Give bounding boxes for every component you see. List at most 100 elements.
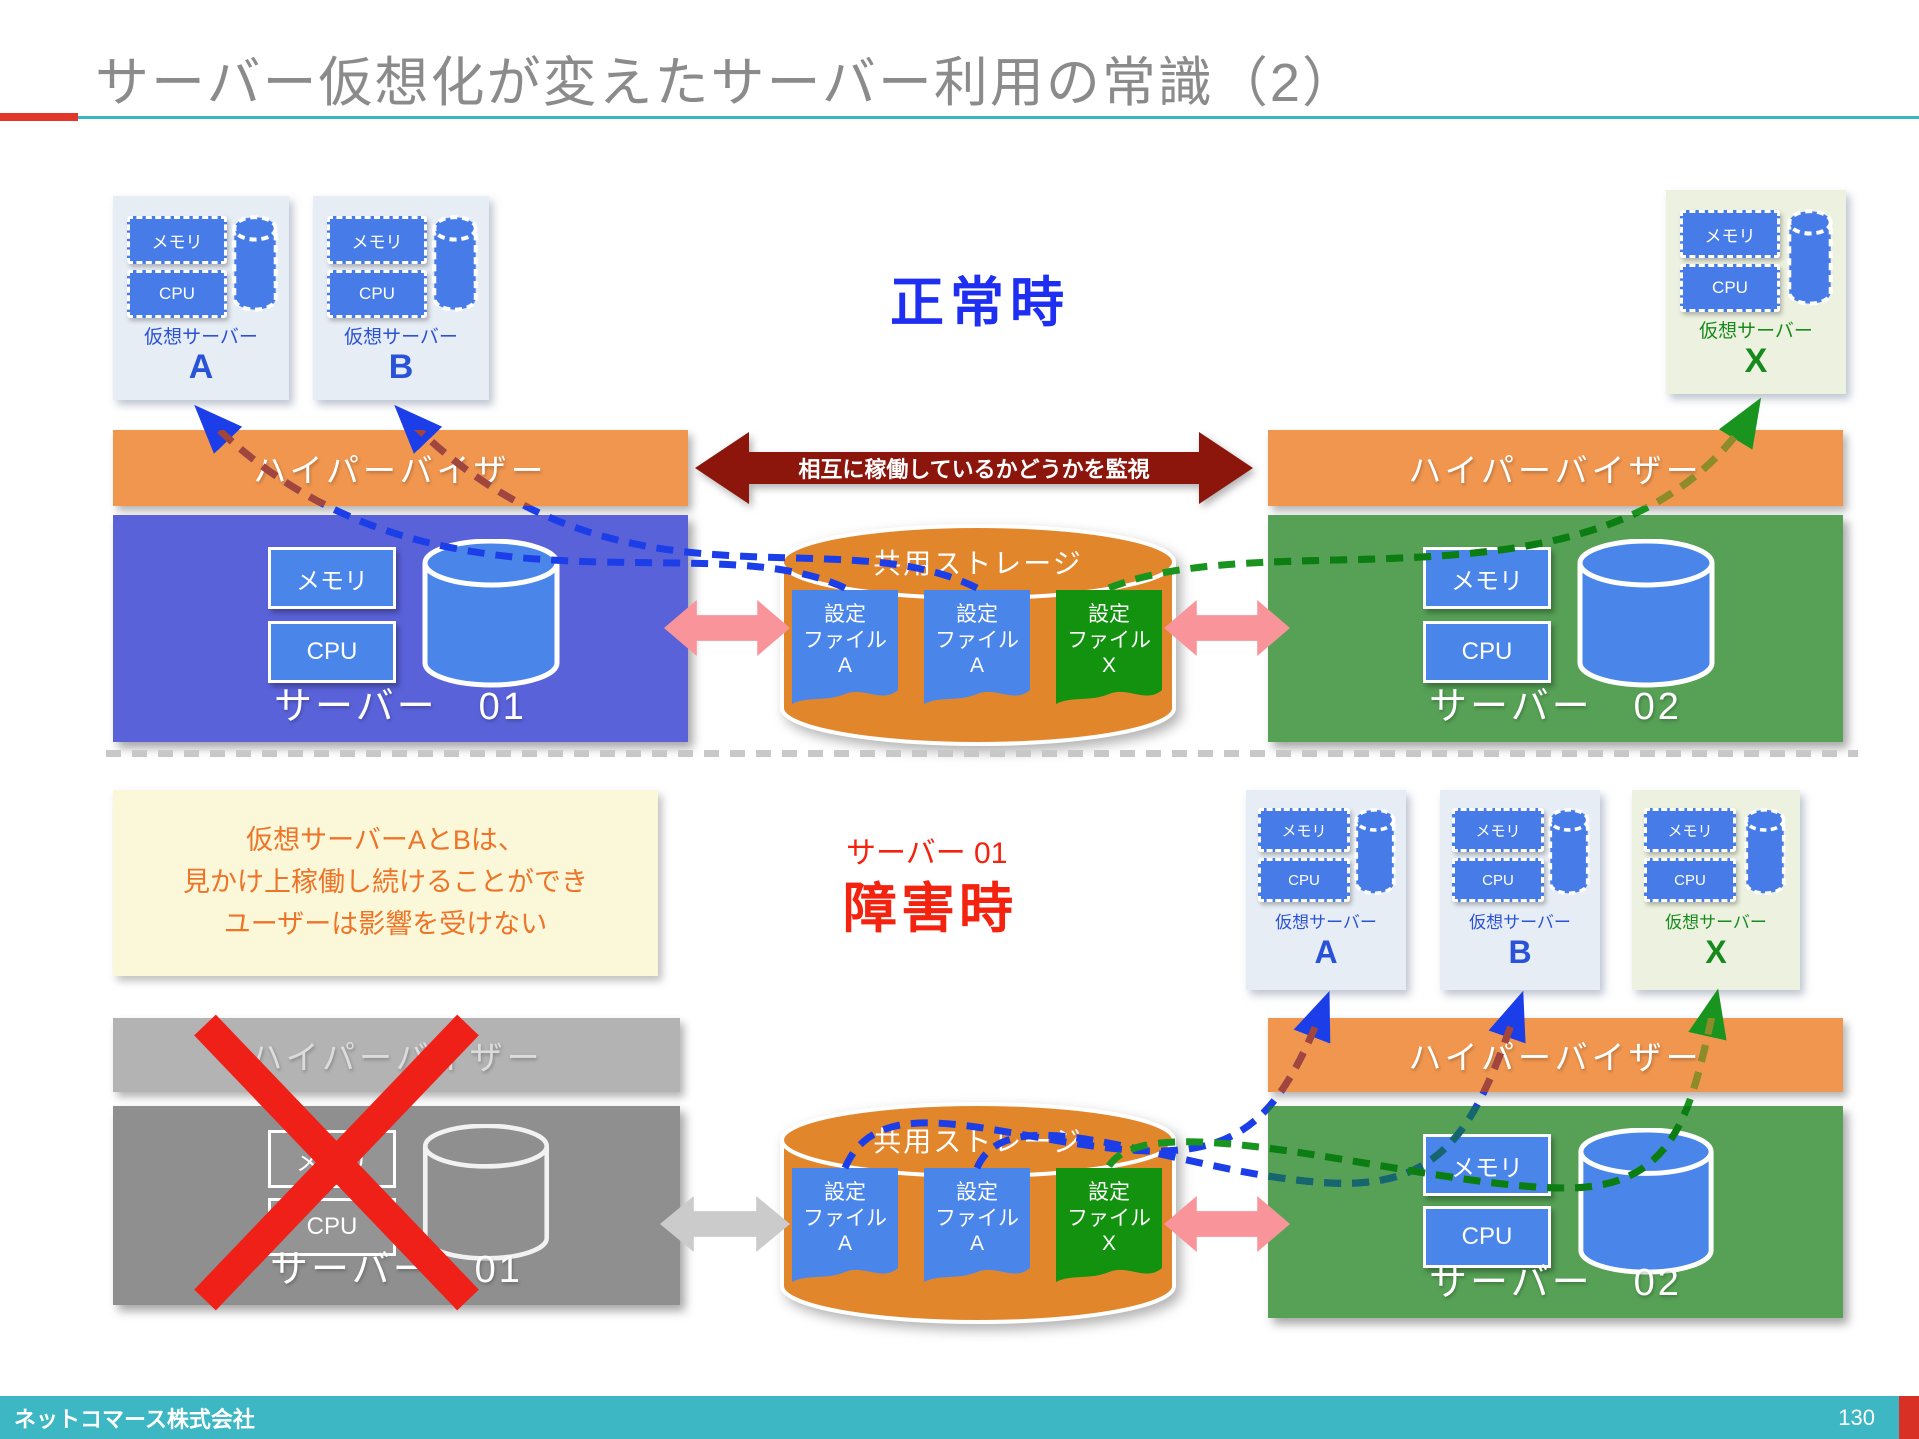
memory-label: メモリ — [1451, 1154, 1523, 1182]
cpu-chip: CPU — [327, 270, 427, 318]
storage-title: 共用ストレージ — [873, 1126, 1083, 1157]
file-line1: 設定 — [956, 1181, 998, 1204]
note-line1: 仮想サーバーAとBは、 — [246, 825, 525, 856]
memory-label: メモリ — [351, 232, 403, 252]
disk-icon — [429, 214, 481, 316]
vm-letter: X — [1744, 342, 1768, 380]
memory-chip: メモリ — [1423, 1134, 1551, 1196]
memory-label: メモリ — [1451, 567, 1523, 595]
vm-box-x-normal: メモリ CPU 仮想サーバー X — [1666, 190, 1846, 394]
vm-box-x-failure: メモリ CPU 仮想サーバー X — [1632, 790, 1800, 990]
memory-label: メモリ — [1704, 226, 1756, 246]
file-line1: 設定 — [824, 603, 866, 626]
vm-letter: B — [1508, 934, 1532, 970]
vm-label: 仮想サーバー — [1469, 913, 1571, 932]
cpu-chip: CPU — [1644, 858, 1736, 902]
file-letter: X — [1101, 654, 1116, 678]
memory-label: メモリ — [1281, 822, 1327, 840]
disk-icon — [1742, 806, 1788, 900]
file-letter: X — [1101, 1232, 1116, 1256]
memory-chip: メモリ — [268, 1130, 396, 1188]
cpu-chip: CPU — [1452, 858, 1544, 902]
memory-label: メモリ — [1667, 822, 1713, 840]
disk-icon — [1576, 539, 1716, 689]
vm-label: 仮想サーバー — [1665, 913, 1767, 932]
config-file-a2-icon: 設定 ファイル A — [924, 1168, 1030, 1290]
vm-letter: X — [1705, 934, 1727, 970]
memory-chip: メモリ — [1423, 547, 1551, 609]
storage-title: 共用ストレージ — [873, 548, 1083, 579]
memory-chip: メモリ — [1644, 808, 1736, 852]
cpu-label: CPU — [1482, 871, 1514, 889]
vm-box-a-normal: メモリ CPU 仮想サーバー A — [113, 196, 289, 400]
footer-accent-strip — [1899, 1396, 1919, 1439]
page-title: サーバー仮想化が変えたサーバー利用の常識（2） — [95, 53, 1358, 113]
disk-icon — [1352, 806, 1398, 900]
vm-letter: A — [188, 348, 214, 386]
config-file-x-icon: 設定 ファイル X — [1056, 1168, 1162, 1290]
shared-storage-failure: 共用ストレージ 設定 ファイル A 設定 ファイル A 設定 ファイル X — [778, 1100, 1178, 1330]
server01-box-normal: メモリ CPU サーバー 01 — [113, 515, 688, 742]
file-line2: ファイル — [803, 628, 887, 652]
config-file-a2-icon: 設定 ファイル A — [924, 590, 1030, 712]
failure-heading-server: サーバー 01 — [846, 837, 1008, 870]
memory-label: メモリ — [1475, 822, 1521, 840]
vm-label: 仮想サーバー — [1275, 913, 1377, 932]
cpu-label: CPU — [1461, 1223, 1513, 1250]
note-line2: 見かけ上稼働し続けることができ — [183, 867, 588, 898]
file-line2: ファイル — [1067, 628, 1151, 652]
server02-title: サーバー 02 — [1429, 686, 1682, 728]
cpu-chip: CPU — [268, 621, 396, 683]
memory-chip: メモリ — [127, 216, 227, 264]
cpu-label: CPU — [306, 1213, 358, 1240]
memory-chip: メモリ — [1680, 210, 1780, 258]
server02-title: サーバー 02 — [1429, 1262, 1682, 1304]
memory-label: メモリ — [296, 567, 368, 595]
title-rule-accent — [0, 113, 78, 121]
cpu-chip: CPU — [1680, 264, 1780, 312]
disk-icon — [1784, 208, 1836, 310]
note-line3: ユーザーは影響を受けない — [223, 908, 548, 939]
monitor-label: 相互に稼働しているかどうかを監視 — [798, 457, 1150, 482]
footer-bar: ネットコマース株式会社 130 — [0, 1396, 1919, 1439]
file-line1: 設定 — [956, 603, 998, 626]
hypervisor-label: ハイパーバイザー — [1408, 1039, 1703, 1076]
memory-label: メモリ — [151, 232, 203, 252]
hypervisor-label: ハイパーバイザー — [253, 452, 548, 489]
cpu-label: CPU — [1674, 871, 1706, 889]
monitor-arrow: 相互に稼働しているかどうかを監視 — [695, 430, 1253, 506]
hypervisor-label: ハイパーバイザー — [1408, 452, 1703, 489]
hypervisor-bar-right-failure: ハイパーバイザー — [1268, 1018, 1843, 1092]
file-line1: 設定 — [1088, 603, 1130, 626]
file-line2: ファイル — [935, 1206, 1019, 1230]
server01-box-failure: メモリ CPU サーバー 01 — [113, 1106, 680, 1305]
hypervisor-bar-dead: ハイパーバイザー — [113, 1018, 680, 1092]
file-line1: 設定 — [1088, 1181, 1130, 1204]
cpu-chip: CPU — [127, 270, 227, 318]
file-line2: ファイル — [1067, 1206, 1151, 1230]
config-file-a1-icon: 設定 ファイル A — [792, 590, 898, 712]
file-line2: ファイル — [803, 1206, 887, 1230]
server02-box-normal: メモリ CPU サーバー 02 — [1268, 515, 1843, 742]
vm-letter: A — [1314, 934, 1338, 970]
cpu-label: CPU — [1288, 871, 1320, 889]
cpu-chip: CPU — [1423, 1206, 1551, 1268]
normal-heading: 正常時 — [890, 273, 1070, 333]
footer-company: ネットコマース株式会社 — [14, 1406, 255, 1432]
hypervisor-bar-left: ハイパーバイザー — [113, 430, 688, 506]
vm-label: 仮想サーバー — [1699, 321, 1813, 342]
cpu-label: CPU — [1712, 278, 1748, 297]
server01-title: サーバー 01 — [274, 686, 527, 728]
file-letter: A — [837, 654, 852, 678]
cpu-label: CPU — [159, 284, 195, 303]
failure-note: 仮想サーバーAとBは、 見かけ上稼働し続けることができ ユーザーは影響を受けない — [113, 790, 658, 976]
file-letter: A — [969, 1232, 984, 1256]
cpu-label: CPU — [1461, 638, 1513, 665]
section-divider — [106, 750, 1858, 757]
vm-box-b-normal: メモリ CPU 仮想サーバー B — [313, 196, 489, 400]
shared-storage-normal: 共用ストレージ 設定 ファイル A 設定 ファイル A 設定 ファイル X — [778, 522, 1178, 752]
memory-label: メモリ — [296, 1148, 368, 1176]
memory-chip: メモリ — [1452, 808, 1544, 852]
hypervisor-bar-right: ハイパーバイザー — [1268, 430, 1843, 506]
vm-box-b-failure: メモリ CPU 仮想サーバー B — [1440, 790, 1600, 990]
